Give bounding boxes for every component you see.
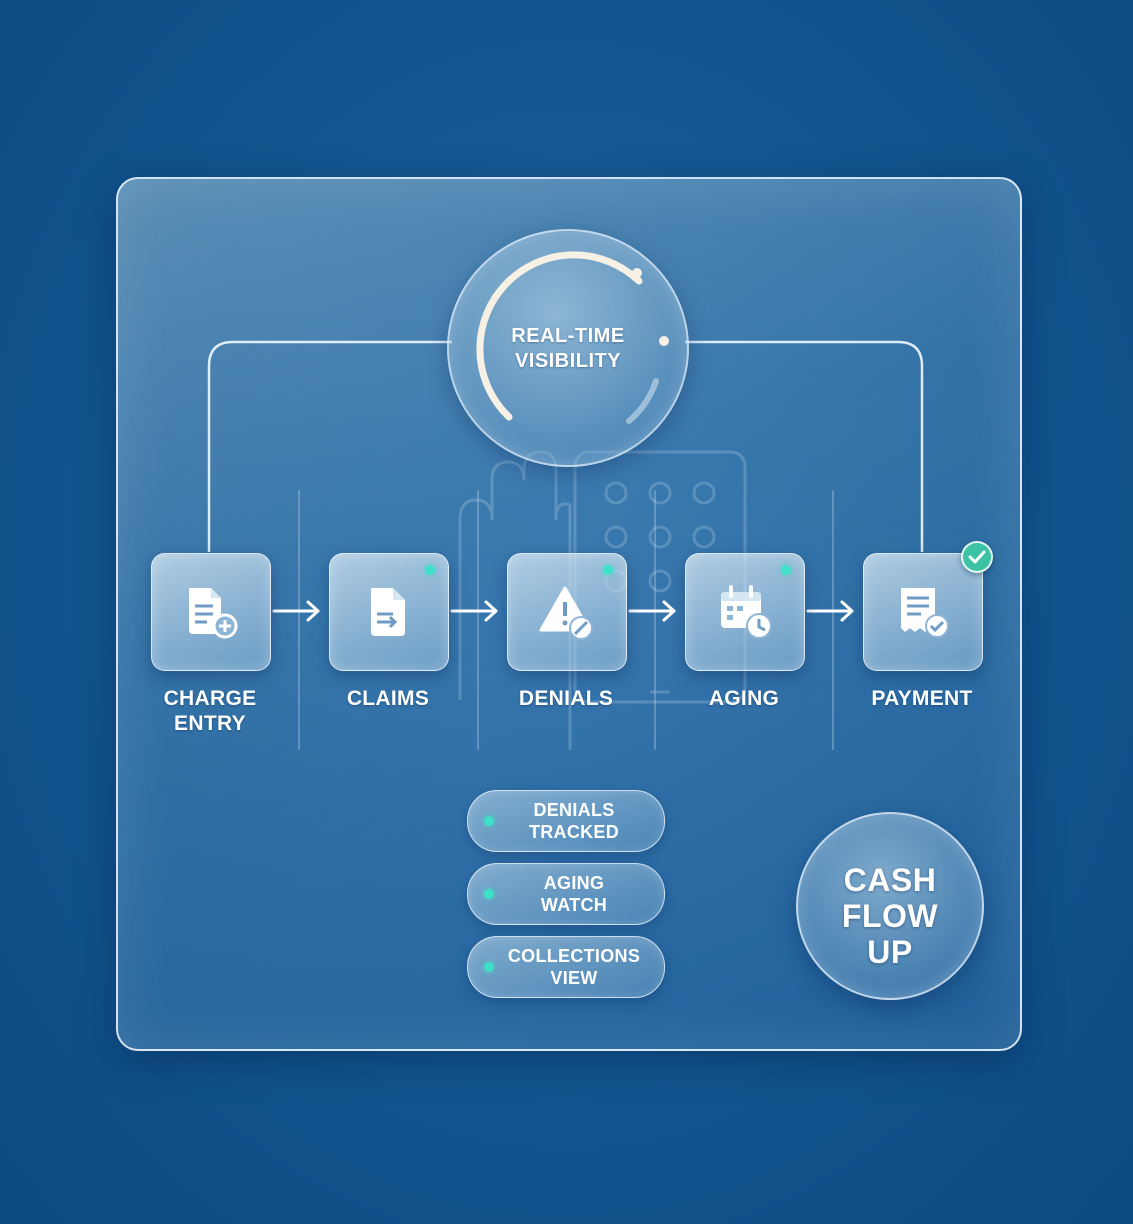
step-label-denials: DENIALS [518,687,614,710]
arrow-aging-to-payment [806,600,854,622]
step-payment[interactable] [863,553,983,671]
pill-label-line2: WATCH [540,895,608,915]
document-plus-icon [189,588,238,639]
arrow-denials-to-aging [628,600,676,622]
flow-arrows [272,600,854,622]
step-dividers [298,490,834,750]
pill-label-line2: VIEW [550,968,598,988]
arrow-charge-to-claims [272,600,320,622]
cash-flow-label: CASH FLOW UP [798,862,982,970]
pill-aging-watch[interactable]: AGING WATCH [467,863,665,925]
calendar-clock-icon [721,585,772,639]
gauge-label-line2: VISIBILITY [514,350,622,372]
pill-denials-tracked[interactable]: DENIALS TRACKED [467,790,665,852]
step-aging[interactable] [685,553,805,671]
pill-label-line2: TRACKED [528,822,620,842]
pill-label-line1: DENIALS [533,800,615,820]
payment-check-badge [961,541,993,573]
receipt-check-icon [901,588,949,638]
gauge-label-line1: REAL-TIME [511,325,625,347]
gauge-arc-icon [476,251,669,424]
cash-flow-line3: UP [867,934,913,970]
step-label-payment: PAYMENT [871,687,973,710]
pill-status-dot [484,816,494,826]
aging-status-dot [781,565,791,575]
document-arrow-icon [371,588,405,636]
step-label-claims: CLAIMS [346,687,430,710]
real-time-visibility-gauge: REAL-TIME VISIBILITY [447,229,689,467]
pill-status-dot [484,962,494,972]
arrow-claims-to-denials [450,600,498,622]
cash-flow-up-badge: CASH FLOW UP [796,812,984,1000]
step-claims[interactable] [329,553,449,671]
step-charge-entry[interactable] [151,553,271,671]
cash-flow-line1: CASH [843,862,937,898]
claims-status-dot [425,565,435,575]
pill-label: AGING WATCH [496,872,652,916]
warning-cancel-icon [539,586,593,640]
denials-status-dot [603,565,613,575]
pill-label: COLLECTIONS VIEW [496,945,652,989]
visibility-loop-line [207,340,924,552]
pill-collections-view[interactable]: COLLECTIONS VIEW [467,936,665,998]
pill-label: DENIALS TRACKED [496,799,652,843]
pill-status-dot [484,889,494,899]
step-label-charge-entry-line2: ENTRY [174,712,246,735]
pill-label-line1: COLLECTIONS [507,946,641,966]
pill-label-line1: AGING [543,873,605,893]
checkmark-icon [968,550,986,564]
step-label-aging: AGING [708,687,780,710]
cash-flow-line2: FLOW [841,898,939,934]
step-label-charge-entry-line1: CHARGE [163,687,257,710]
